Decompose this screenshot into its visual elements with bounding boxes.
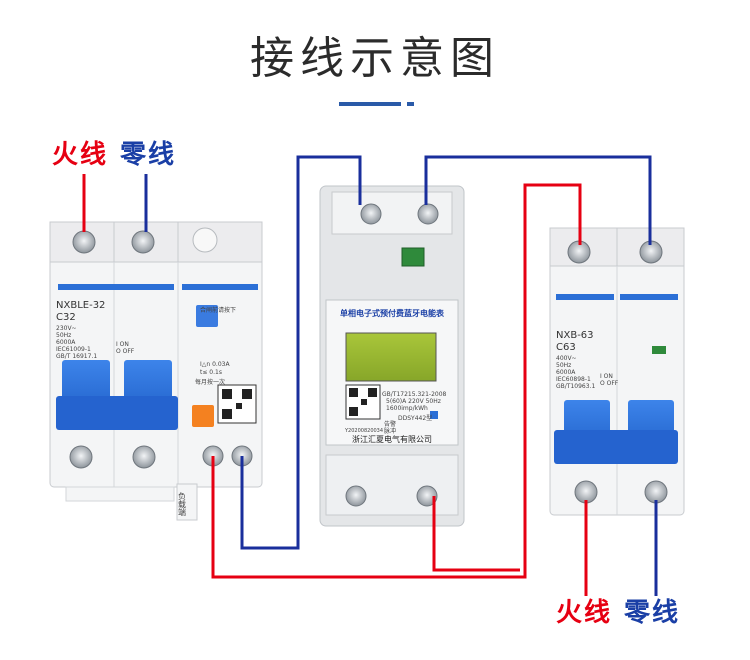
load-end-label: 负载端 — [178, 491, 187, 517]
svg-text:230V~: 230V~ — [56, 325, 77, 332]
svg-text:6000A: 6000A — [56, 339, 76, 346]
svg-text:1600imp/kWh: 1600imp/kWh — [386, 405, 428, 412]
meter-title: 单相电子式预付费蓝牙电能表 — [340, 308, 445, 318]
title-underline-dot — [407, 102, 414, 106]
wire-neutral-meter-to-right-breaker — [424, 155, 652, 245]
svg-text:告警: 告警 — [384, 420, 396, 428]
svg-text:IEC60898-1: IEC60898-1 — [556, 376, 591, 383]
meter-screw-out-bottom-left — [345, 485, 367, 507]
left-breaker-rating: C32 — [56, 312, 76, 323]
svg-text:50Hz: 50Hz — [56, 332, 71, 339]
svg-text:I ON: I ON — [600, 373, 613, 380]
left-breaker-model: NXBLE-32 — [56, 300, 105, 311]
title-underline — [339, 102, 401, 106]
svg-text:O OFF: O OFF — [116, 348, 135, 355]
right-breaker-rating: C63 — [556, 342, 576, 353]
test-button — [192, 405, 214, 427]
svg-text:I△n 0.03A: I△n 0.03A — [200, 361, 230, 368]
right-breaker — [549, 227, 685, 516]
meter-lcd — [345, 332, 437, 382]
page-title: 接线示意图 — [250, 33, 500, 84]
svg-text:Y20200820034: Y20200820034 — [344, 428, 383, 434]
svg-text:400V~: 400V~ — [556, 355, 577, 362]
svg-text:IEC61009-1: IEC61009-1 — [56, 346, 91, 353]
svg-text:GB/T10963.1: GB/T10963.1 — [556, 383, 595, 390]
meter-screw-in-top-right — [417, 203, 439, 225]
left-breaker-screw-live-in — [72, 230, 96, 254]
svg-text:O OFF: O OFF — [600, 380, 619, 387]
svg-text:合闸前请按下: 合闸前请按下 — [200, 306, 236, 314]
svg-text:DDSY442型: DDSY442型 — [398, 414, 432, 422]
meter-screw-out-bottom-right — [416, 485, 438, 507]
meter-screw-in-top-left — [360, 203, 382, 225]
energy-meter — [319, 185, 465, 527]
right-neutral-label: 零线 — [624, 598, 681, 628]
svg-text:6000A: 6000A — [556, 369, 576, 376]
left-breaker-screw-neutral-in — [131, 230, 155, 254]
wire-neutral-to-meter — [240, 155, 362, 550]
left-live-label: 火线 — [52, 140, 109, 170]
left-breaker — [49, 221, 263, 521]
wire-live-breaker-to-right-breaker — [211, 183, 582, 579]
svg-text:I ON: I ON — [116, 341, 129, 348]
svg-text:50Hz: 50Hz — [556, 362, 571, 369]
right-breaker-model: NXB-63 — [556, 330, 594, 341]
left-neutral-label: 零线 — [120, 140, 177, 170]
wire-live-meter-out — [432, 496, 520, 572]
svg-text:t≤ 0.1s: t≤ 0.1s — [200, 369, 222, 376]
right-live-label: 火线 — [556, 598, 613, 628]
svg-text:GB/T 16917.1: GB/T 16917.1 — [56, 353, 97, 360]
svg-text:每月按一次: 每月按一次 — [195, 378, 225, 386]
svg-text:GB/T17215.321-2008: GB/T17215.321-2008 — [382, 391, 447, 398]
meter-manufacturer: 浙江汇夏电气有限公司 — [352, 434, 432, 444]
svg-text:脉冲: 脉冲 — [384, 427, 396, 435]
svg-text:5(60)A 220V 50Hz: 5(60)A 220V 50Hz — [386, 398, 441, 405]
